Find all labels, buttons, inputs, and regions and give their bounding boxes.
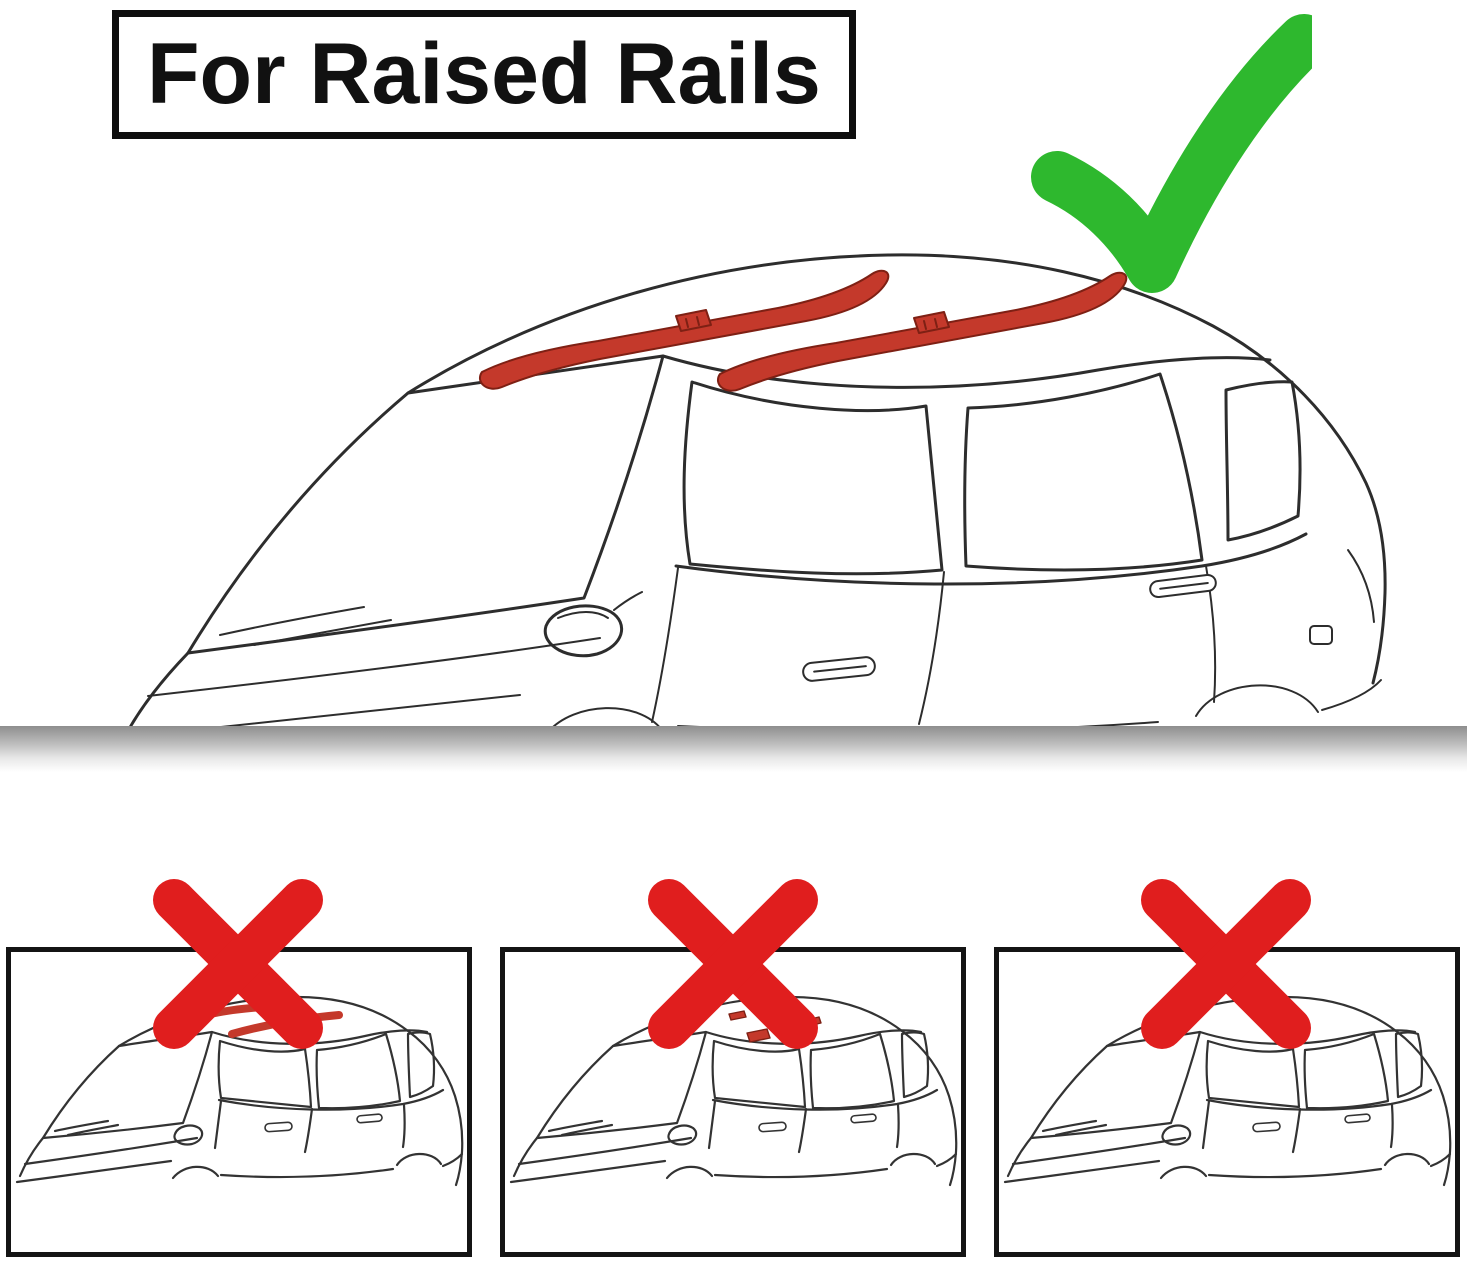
cross-icon — [1141, 879, 1311, 1049]
cross-icon — [153, 879, 323, 1049]
title-box: For Raised Rails — [112, 10, 856, 140]
wiper-icon — [219, 606, 365, 636]
doors — [651, 532, 1308, 725]
door-handle — [802, 656, 876, 682]
raised-rails-car-diagram — [117, 253, 1387, 744]
windshield — [186, 354, 665, 655]
side-windows — [682, 372, 1302, 576]
door-handle — [1149, 573, 1217, 599]
wiper-icon — [253, 619, 392, 646]
check-icon — [1031, 14, 1312, 293]
shadow-divider — [0, 726, 1467, 772]
fuel-door — [1309, 625, 1333, 645]
panel-flush-rails — [6, 947, 472, 1257]
panel-bare-roof — [994, 947, 1460, 1257]
side-mirror — [543, 591, 643, 658]
page-title: For Raised Rails — [147, 26, 821, 122]
panel-fixed-points — [500, 947, 966, 1257]
cross-icon — [648, 879, 818, 1049]
